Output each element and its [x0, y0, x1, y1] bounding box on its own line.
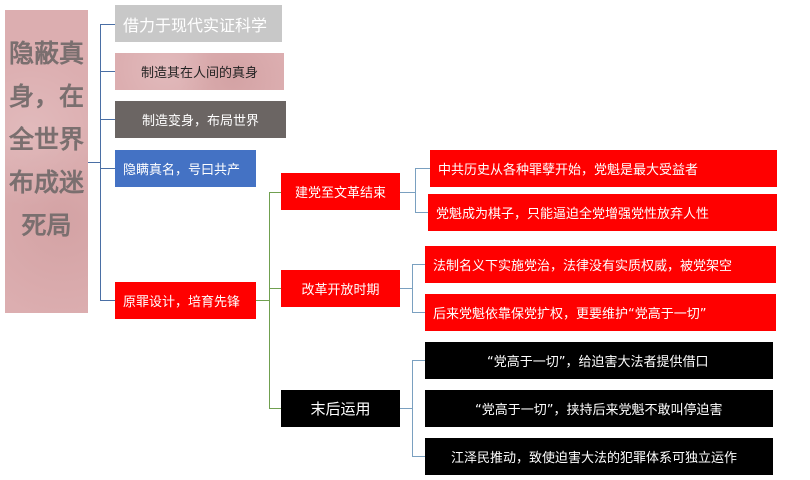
connector — [412, 264, 413, 313]
connector — [400, 288, 412, 289]
leaf-item: 江泽民推动，致使迫害大法的犯罪体系可独立运作 — [425, 438, 773, 475]
branch-hide-name: 隐瞒真名，号曰共产 — [115, 150, 256, 187]
leaf-item: 中共历史从各种罪孽开始，党魁是最大受益者 — [430, 150, 777, 187]
connector — [415, 168, 416, 213]
leaf-item: 后来党魁依靠保党扩权，更要维护“党高于一切” — [425, 294, 776, 331]
connector — [269, 288, 281, 289]
leaf-item: 法制名义下实施党治，法律没有实质权威，被党架空 — [425, 246, 776, 283]
connector — [415, 212, 428, 213]
period-final: 末后运用 — [281, 390, 400, 427]
connector — [100, 168, 115, 169]
leaf-item: “党高于一切”，给迫害大法者提供借口 — [425, 342, 773, 379]
branch-transform: 制造变身，布局世界 — [115, 101, 286, 138]
connector — [412, 456, 425, 457]
connector — [269, 192, 281, 193]
connector — [100, 24, 115, 25]
connector — [256, 300, 269, 301]
connector — [100, 71, 115, 72]
connector — [269, 408, 281, 409]
connector — [400, 408, 412, 409]
connector — [415, 168, 430, 169]
connector — [269, 192, 270, 408]
connector — [412, 360, 425, 361]
branch-original-sin: 原罪设计，培育先锋 — [115, 282, 256, 319]
connector — [100, 300, 115, 301]
connector — [88, 162, 100, 163]
period-founding: 建党至文革结束 — [281, 173, 400, 210]
connector — [100, 119, 115, 120]
connector — [100, 24, 101, 301]
connector — [412, 264, 425, 265]
connector — [412, 360, 413, 457]
connector — [400, 192, 415, 193]
branch-true-body: 制造其在人间的真身 — [115, 53, 284, 90]
root-node: 隐蔽真身，在全世界布成迷死局 — [5, 10, 88, 313]
leaf-item: 党魁成为棋子，只能逼迫全党增强党性放弃人性 — [428, 194, 777, 231]
connector — [412, 312, 425, 313]
leaf-item: “党高于一切”，挟持后来党魁不敢叫停迫害 — [425, 390, 773, 427]
period-reform: 改革开放时期 — [281, 270, 400, 307]
branch-science: 借力于现代实证科学 — [115, 5, 282, 42]
